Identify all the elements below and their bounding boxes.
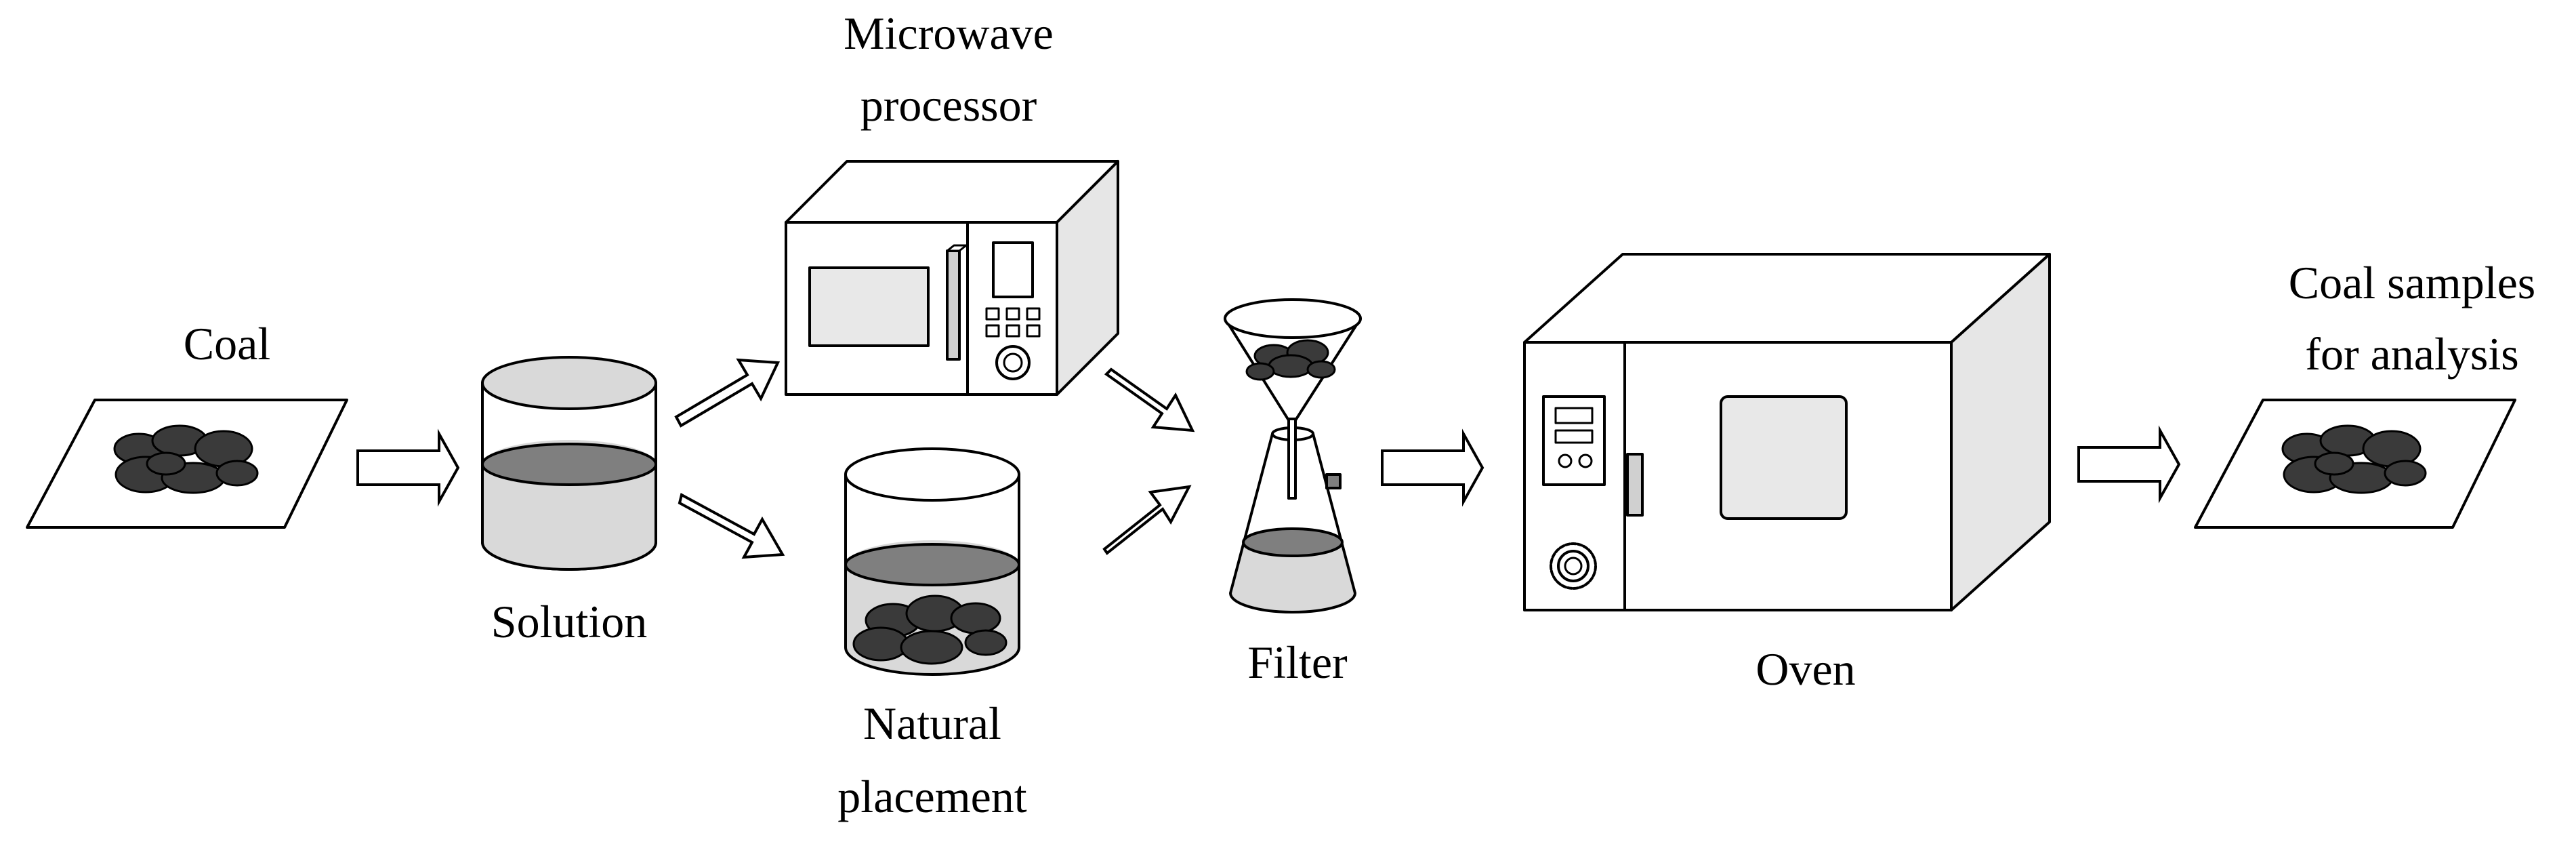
filter-label: Filter [1247,637,1348,688]
samples-label-line1: Coal samples [2289,257,2536,308]
arrow-oven-to-samples [2077,425,2181,504]
filter-coal-pieces [1245,339,1336,381]
arrow-microwave-to-filter [1104,367,1195,432]
natural-coal-pieces [852,595,1007,665]
arrow-filter-to-oven [1381,428,1484,507]
microwave-label-line2: processor [860,79,1037,131]
filter-side-arm [1325,473,1342,489]
samples-label-line2: for analysis [2305,328,2518,380]
microwave-display [992,241,1034,298]
microwave-label-line1: Microwave [844,7,1054,59]
natural-label-line2: placement [837,771,1027,822]
arrow-solution-to-natural [678,493,785,559]
sample-coal-pieces [2281,424,2427,494]
microwave-window [808,266,930,347]
oven-door-handle [1626,453,1644,517]
coal-label: Coal [184,318,270,369]
microwave-door-handle [946,249,961,361]
arrow-natural-to-filter [1102,485,1192,555]
arrow-solution-to-microwave [674,358,781,428]
microwave-processor [785,160,1119,396]
natural-label-line1: Natural [863,698,1001,749]
arrow-coal-to-solution [356,428,460,507]
oven [1523,253,2051,611]
natural-placement-beaker [844,447,1020,676]
coal-tray [26,399,348,529]
solution-label: Solution [491,596,648,647]
oven-label: Oven [1756,643,1855,695]
solution-beaker [481,356,657,571]
oven-window [1720,395,1848,520]
filter-apparatus [1224,298,1362,613]
microwave-keypad [985,307,1041,338]
oven-knob [1550,542,1597,590]
coal-samples-tray [2194,399,2516,529]
coal-pieces [113,424,259,494]
